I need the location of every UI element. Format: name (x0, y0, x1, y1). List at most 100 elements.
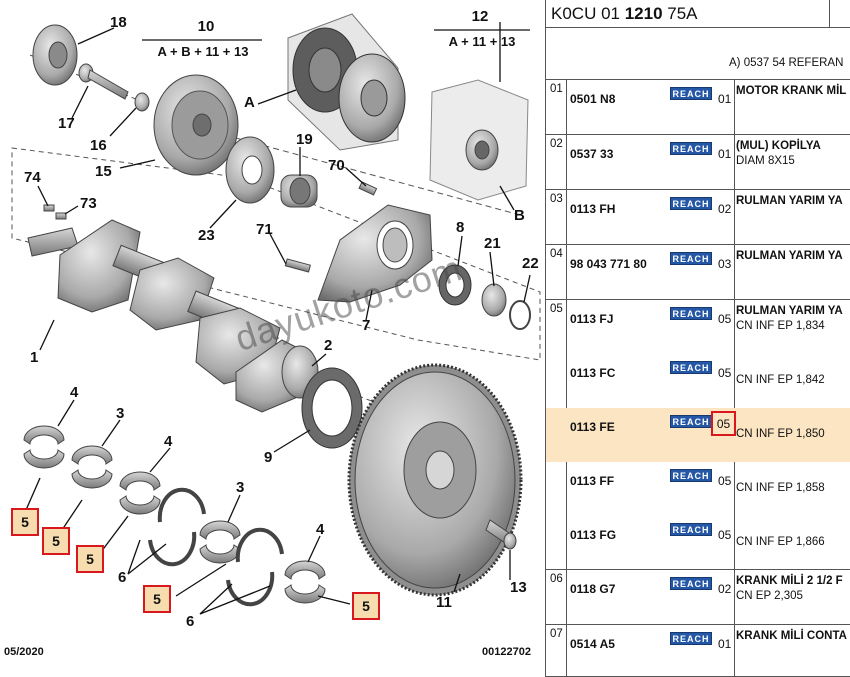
callout-3a[interactable]: 3 (116, 405, 125, 422)
quantity: 01 (718, 147, 732, 161)
part-number[interactable]: 0113 FE (570, 420, 615, 434)
reach-badge: REACH (670, 307, 712, 320)
part-entry[interactable]: 0501 N8 REACH 01 MOTOR KRANK MİL (546, 80, 850, 134)
assembly-12-formula: A + 11 + 13 (448, 34, 516, 49)
qty-box-5[interactable]: 5 (352, 592, 380, 620)
callout-8[interactable]: 8 (456, 219, 465, 236)
description-title: KRANK MİLİ CONTA (736, 630, 847, 642)
part-entry[interactable]: 0113 FC REACH 05 CN INF EP 1,842 (546, 354, 850, 408)
callout-74[interactable]: 74 (24, 169, 41, 186)
part-number[interactable]: 0113 FG (570, 528, 617, 542)
reach-badge: REACH (670, 632, 712, 645)
description-detail: CN INF EP 1,866 (736, 536, 825, 548)
assembly-10-number: 10 (197, 18, 215, 35)
callout-b[interactable]: B (514, 207, 525, 224)
part-number[interactable]: 0113 FJ (570, 312, 614, 326)
callout-6b[interactable]: 6 (186, 613, 195, 630)
part-number[interactable]: 0113 FF (570, 474, 615, 488)
callout-13[interactable]: 13 (510, 579, 527, 596)
callout-2[interactable]: 2 (324, 337, 333, 354)
callout-71[interactable]: 71 (256, 221, 273, 238)
callout-21[interactable]: 21 (484, 235, 501, 252)
callout-9[interactable]: 9 (264, 449, 273, 466)
callout-19[interactable]: 19 (296, 131, 313, 148)
row-index: 02 (550, 138, 563, 150)
description-title: (MUL) KOPİLYA (736, 140, 821, 152)
washer-part (134, 92, 150, 112)
quantity: 05 (718, 366, 732, 380)
callout-a[interactable]: A (244, 94, 255, 111)
part-number[interactable]: 0113 FH (570, 202, 616, 216)
callout-3b[interactable]: 3 (236, 479, 245, 496)
callout-22[interactable]: 22 (522, 255, 539, 272)
damper-pulley-part (153, 74, 239, 176)
qty-box-3[interactable]: 5 (76, 545, 104, 573)
part-number[interactable]: 0514 A5 (570, 637, 615, 651)
exploded-diagram: 10 A + B + 11 + 13 12 A + 11 + 13 18 17 … (4, 8, 541, 658)
leader-lines (25, 22, 531, 615)
quantity: 02 (718, 202, 732, 216)
description-title: RULMAN YARIM YA (736, 195, 843, 207)
qty-box-1[interactable]: 5 (11, 508, 39, 536)
callout-4c[interactable]: 4 (316, 521, 325, 538)
reach-badge: REACH (670, 577, 712, 590)
description: CN INF EP 1,842 (736, 358, 825, 388)
row-index: 03 (550, 193, 563, 205)
callout-23[interactable]: 23 (198, 227, 215, 244)
callout-6a[interactable]: 6 (118, 569, 127, 586)
part-number[interactable]: 0118 G7 (570, 582, 616, 596)
assembly-10-formula: A + B + 11 + 13 (157, 44, 249, 59)
callout-70[interactable]: 70 (328, 157, 345, 174)
description: CN INF EP 1,866 (736, 520, 825, 550)
callout-73[interactable]: 73 (80, 195, 97, 212)
description: KRANK MİLİ CONTA (736, 629, 847, 644)
part-number[interactable]: 0537 33 (570, 147, 614, 161)
description: CN INF EP 1,850 (736, 412, 825, 442)
row-index: 07 (550, 628, 563, 640)
quantity: 02 (718, 582, 732, 596)
reach-badge: REACH (670, 197, 712, 210)
qty-box-2[interactable]: 5 (42, 527, 70, 555)
callout-4b[interactable]: 4 (164, 433, 173, 450)
callout-11[interactable]: 11 (436, 594, 452, 611)
reach-badge: REACH (670, 415, 712, 428)
qty-box-4[interactable]: 5 (143, 585, 171, 613)
callout-17[interactable]: 17 (58, 115, 75, 132)
callout-16[interactable]: 16 (90, 137, 107, 154)
description-title: RULMAN YARIM YA (736, 305, 843, 317)
quantity: 01 (718, 92, 732, 106)
callout-15[interactable]: 15 (95, 163, 112, 180)
quantity: 05 (718, 474, 732, 488)
reach-badge: REACH (670, 87, 712, 100)
description: MOTOR KRANK MİL (736, 84, 846, 99)
callout-1[interactable]: 1 (30, 349, 39, 366)
description: (MUL) KOPİLYA DIAM 8X15 (736, 139, 821, 169)
part-number[interactable]: 0113 FC (570, 366, 616, 380)
rear-oil-seal-part (301, 367, 363, 449)
reach-badge: REACH (670, 361, 712, 374)
callout-18[interactable]: 18 (110, 14, 127, 31)
description-title: KRANK MİLİ 2 1/2 F (736, 575, 843, 587)
seal-ring-part (438, 264, 472, 306)
part-number[interactable]: 98 043 771 80 (570, 257, 647, 271)
part-entry[interactable]: 0113 FH REACH 02 RULMAN YARIM YA (546, 190, 850, 244)
description: RULMAN YARIM YA (736, 249, 843, 264)
callout-4a[interactable]: 4 (70, 384, 79, 401)
flywheel-part (347, 363, 523, 597)
description-detail: DIAM 8X15 (736, 155, 795, 167)
callout-7[interactable]: 7 (362, 317, 371, 334)
part-number[interactable]: 0501 N8 (570, 92, 616, 106)
